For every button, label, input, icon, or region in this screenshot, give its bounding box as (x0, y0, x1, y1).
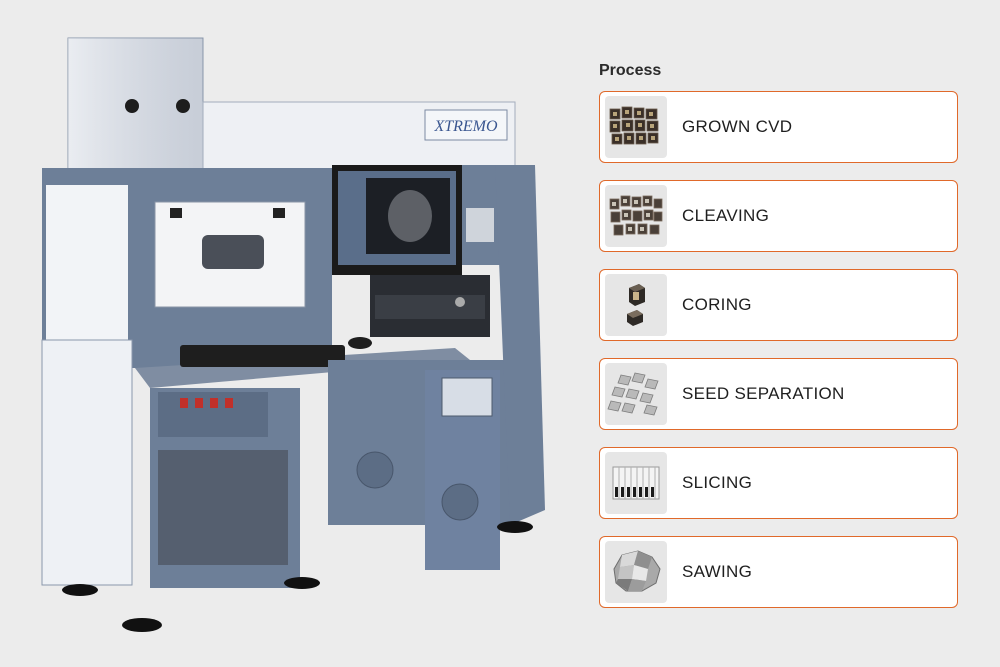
sawing-icon (605, 541, 667, 603)
process-label: SEED SEPARATION (682, 384, 845, 403)
laser-machine-image: XTREMO (41, 37, 545, 632)
process-item-seed-separation[interactable]: SEED SEPARATION (599, 358, 958, 430)
process-panel: Process (599, 60, 959, 625)
process-label: CORING (682, 295, 752, 314)
process-title: Process (599, 62, 662, 79)
process-label: GROWN CVD (682, 117, 793, 136)
process-list: GROWN CVD (599, 91, 959, 608)
seed-separation-icon (605, 363, 667, 425)
process-item-slicing[interactable]: SLICING (599, 447, 958, 519)
process-item-grown-cvd[interactable]: GROWN CVD (599, 91, 958, 163)
cleaving-icon (605, 185, 667, 247)
grown-cvd-icon (605, 96, 667, 158)
process-label: SLICING (682, 473, 753, 492)
process-item-cleaving[interactable]: CLEAVING (599, 180, 958, 252)
coring-icon (605, 274, 667, 336)
process-item-sawing[interactable]: SAWING (599, 536, 958, 608)
process-label: CLEAVING (682, 206, 770, 225)
brand-logo: XTREMO (433, 118, 498, 135)
process-item-coring[interactable]: CORING (599, 269, 958, 341)
slicing-icon (605, 452, 667, 514)
process-label: SAWING (682, 562, 753, 581)
